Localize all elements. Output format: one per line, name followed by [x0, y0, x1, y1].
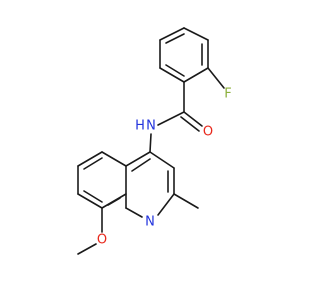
bond-lines	[77, 27, 225, 255]
carbonyl-oxygen-label: O	[203, 125, 213, 140]
methoxy-oxygen-label: O	[97, 233, 107, 248]
amide-hydrogen-label: H	[135, 119, 145, 134]
molecule-structure: F O H N N O	[77, 27, 232, 255]
ring-nitrogen-label: N	[145, 215, 155, 230]
fluorine-atom-label: F	[224, 87, 231, 102]
amide-nitrogen-label: N	[146, 119, 156, 134]
